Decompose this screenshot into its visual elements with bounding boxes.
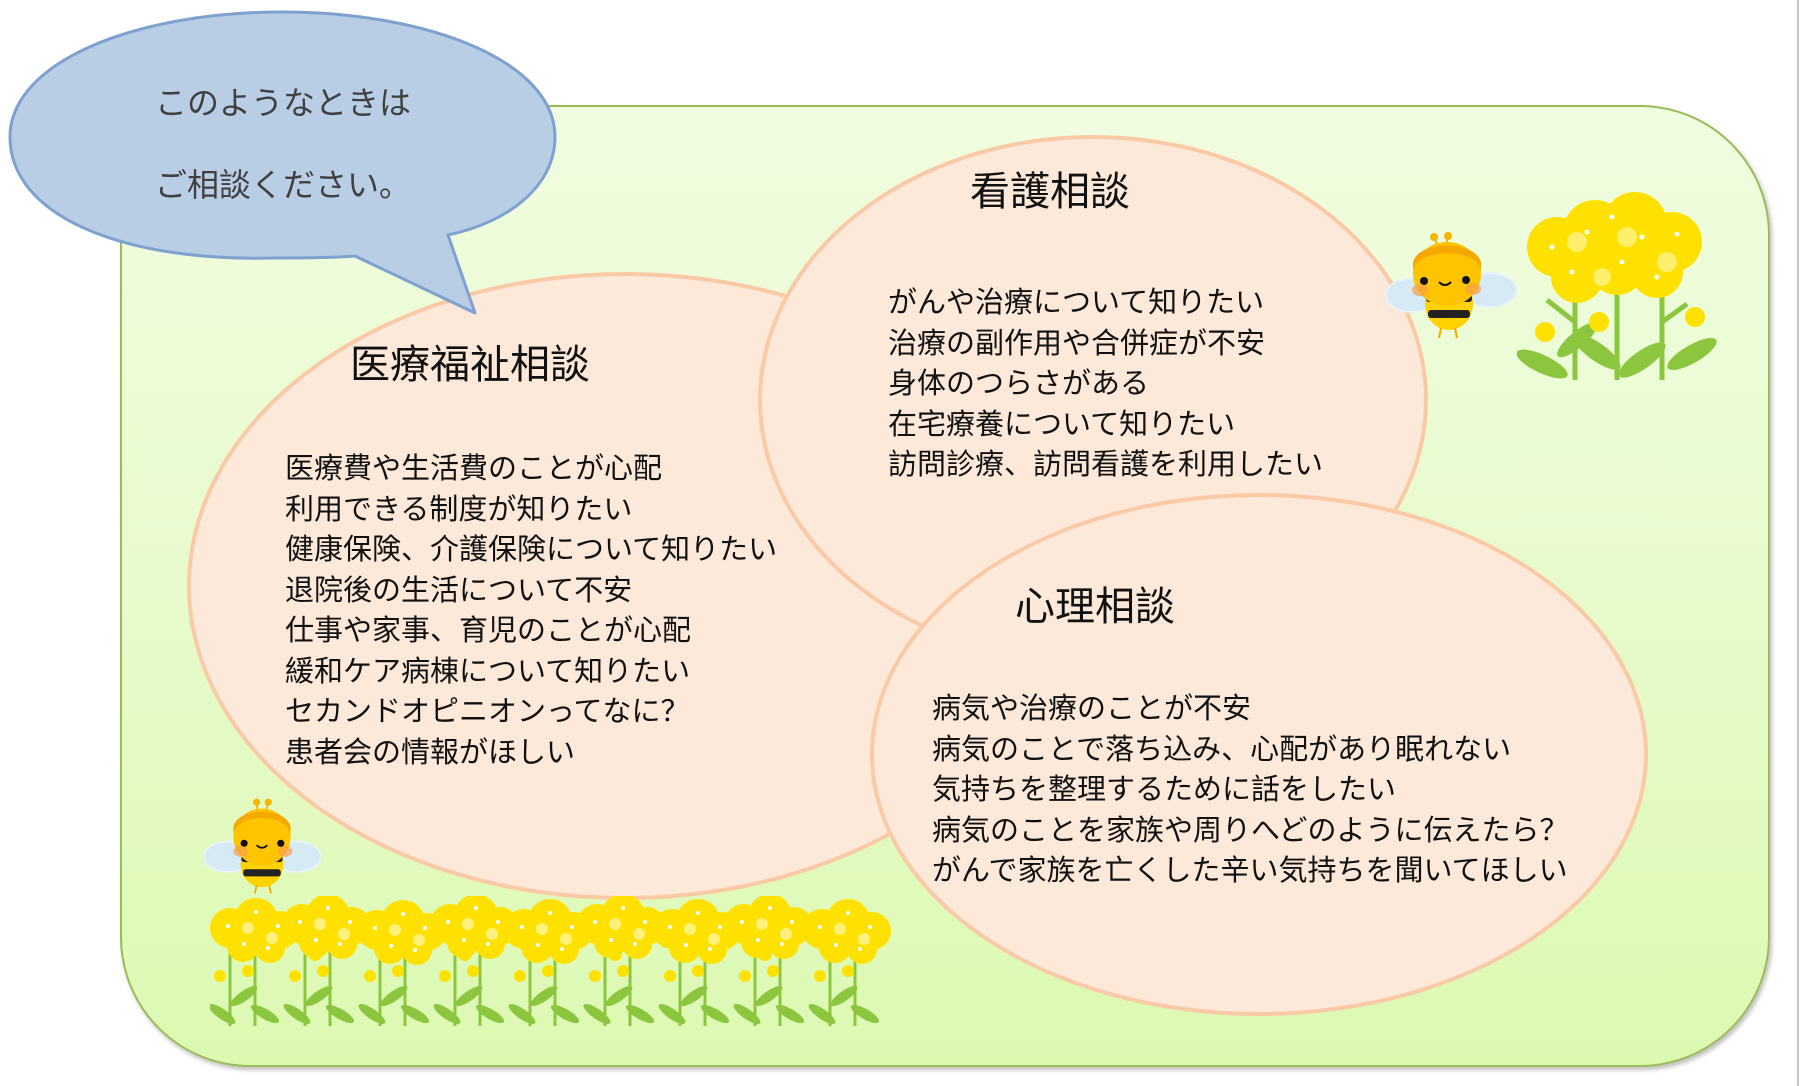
- list-item: 在宅療養について知りたい: [888, 406, 1236, 441]
- list-item: 病気のことで落ち込み、心配があり眠れない: [932, 731, 1512, 766]
- list-item: 気持ちを整理するために話をしたい: [932, 772, 1397, 806]
- list-item: がんで家族を亡くした辛い気持ちを聞いてほしい: [932, 853, 1568, 887]
- list-item: 患者会の情報がほしい: [285, 734, 576, 769]
- list-item: 訪問診療、訪問看護を利用したい: [888, 447, 1324, 481]
- list-item: 病気や治療のことが不安: [932, 691, 1252, 725]
- list-item: 退院後の生活について不安: [285, 572, 633, 607]
- list-item: セカンドオピニオンってなに？: [285, 694, 690, 728]
- list-item: がんや治療について知りたい: [888, 285, 1265, 319]
- list-item: 健康保険、介護保険について知りたい: [285, 532, 778, 566]
- bee-icon: [203, 798, 321, 894]
- list-item: 身体のつらさがある: [888, 366, 1150, 400]
- callout-line-1: このようなときは: [155, 84, 412, 122]
- list-item: 緩和ケア病棟について知りたい: [285, 653, 691, 688]
- speech-bubble-callout: [8, 10, 557, 315]
- psych-consultation-ellipse: [870, 493, 1648, 1016]
- list-item: 利用できる制度が知りたい: [285, 491, 633, 526]
- callout-line-2: ご相談ください。: [155, 166, 412, 204]
- list-item: 仕事や家事、育児のことが心配: [285, 613, 692, 647]
- page-edge-divider: [1797, 0, 1799, 1086]
- psych-consultation-list: 病気や治療のことが不安 病気のことで落ち込み、心配があり眠れない 気持ちを整理す…: [932, 688, 1569, 891]
- welfare-consultation-title: 医療福祉相談: [350, 342, 590, 388]
- list-item: 治療の副作用や合併症が不安: [888, 325, 1266, 360]
- psych-consultation-title: 心理相談: [1015, 584, 1175, 630]
- list-item: 病気のことを家族や周りへどのように伝えたら？: [932, 812, 1569, 847]
- rapeseed-flower-icon: [1517, 192, 1717, 380]
- nursing-consultation-list: がんや治療について知りたい 治療の副作用や合併症が不安 身体のつらさがある 在宅…: [888, 282, 1323, 485]
- nursing-consultation-title: 看護相談: [970, 169, 1130, 215]
- welfare-consultation-list: 医療費や生活費のことが心配 利用できる制度が知りたい 健康保険、介護保険について…: [285, 448, 777, 772]
- bee-icon: [1385, 232, 1517, 339]
- list-item: 医療費や生活費のことが心配: [285, 451, 663, 485]
- rapeseed-flower-row-icon: [210, 896, 891, 1028]
